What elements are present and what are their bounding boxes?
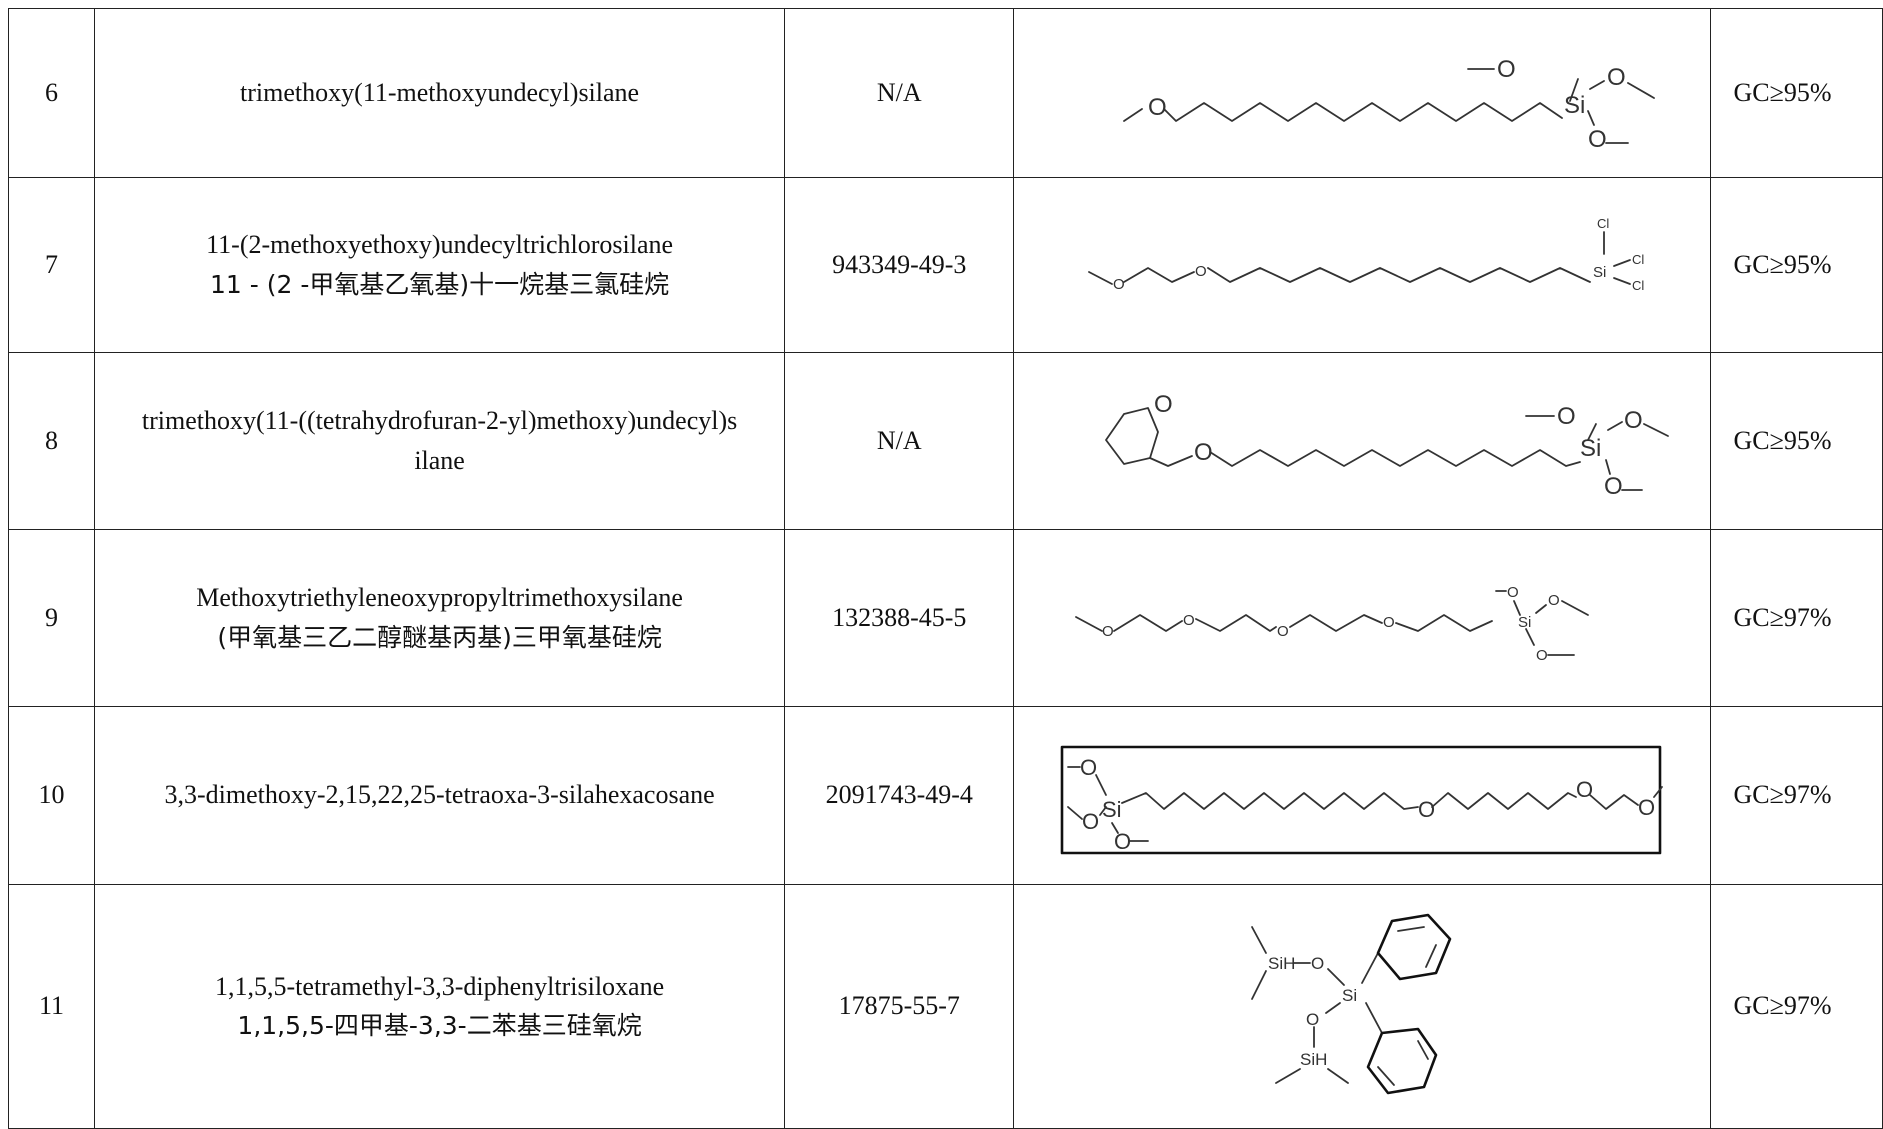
purity: GC≥95%	[1710, 177, 1883, 353]
compound-name: trimethoxy(11-((tetrahydrofuran-2-yl)met…	[94, 352, 786, 530]
atom-label: Cl	[1632, 252, 1644, 267]
atom-label: Si	[1580, 435, 1601, 462]
structure-image: O O Si Cl Cl Cl	[1088, 216, 1645, 293]
atom-label: O	[1418, 797, 1435, 822]
compound-name-en: 11-(2-methoxyethoxy)undecyltrichlorosila…	[206, 230, 674, 260]
structure-image: O Si O O O O O	[1061, 745, 1664, 854]
compound-name-zh: 1,1,5,5-四甲基-3,3-二苯基三硅氧烷	[237, 1011, 642, 1041]
atom-label: Cl	[1597, 216, 1609, 231]
atom-label: Si	[1593, 264, 1606, 281]
atom-label: O	[1277, 623, 1289, 640]
atom-label: Si	[1102, 797, 1122, 822]
atom-label: O	[1548, 592, 1560, 609]
table-row: 7 11-(2-methoxyethoxy)undecyltrichlorosi…	[7, 177, 1883, 353]
atom-label: O	[1576, 777, 1593, 802]
atom-label: O	[1604, 473, 1623, 500]
structure-image: O Si O O O	[1123, 56, 1656, 153]
atom-label: Si	[1518, 614, 1531, 631]
compound-name-zh: (甲氧基三乙二醇醚基丙基)三甲氧基硅烷	[217, 622, 662, 652]
compound-name: 3,3-dimethoxy-2,15,22,25-tetraoxa-3-sila…	[94, 706, 786, 885]
atom-label: O	[1114, 829, 1131, 854]
atom-label: Si	[1564, 92, 1585, 119]
purity: GC≥97%	[1710, 529, 1883, 707]
cas-number: N/A	[784, 8, 1015, 178]
atom-label: O	[1507, 584, 1519, 601]
purity: GC≥95%	[1710, 352, 1883, 530]
purity: GC≥95%	[1710, 8, 1883, 178]
purity: GC≥97%	[1710, 706, 1883, 885]
atom-label: O	[1082, 809, 1099, 834]
structure-cell: O O Si Cl Cl Cl	[1013, 177, 1712, 353]
atom-label: O	[1306, 1010, 1319, 1029]
table-row: 10 3,3-dimethoxy-2,15,22,25-tetraoxa-3-s…	[7, 706, 1883, 885]
atom-label: O	[1624, 407, 1643, 434]
atom-label: O	[1311, 954, 1324, 973]
compound-name-en: 1,1,5,5-tetramethyl-3,3-diphenyltrisilox…	[215, 971, 665, 1001]
row-number: 10	[7, 706, 96, 885]
structure-image: SiH O Si O SiH	[1251, 913, 1452, 1094]
compound-name-en: trimethoxy(11-methoxyundecyl)silane	[240, 77, 640, 107]
structure-cell: SiH O Si O SiH	[1013, 884, 1712, 1129]
atom-label: O	[1183, 612, 1195, 629]
atom-label: O	[1638, 795, 1655, 820]
row-number: 7	[7, 177, 96, 353]
atom-label: O	[1383, 614, 1395, 631]
atom-label: Cl	[1632, 278, 1644, 293]
table-row: 8 trimethoxy(11-((tetrahydrofuran-2-yl)m…	[7, 352, 1883, 530]
row-number: 11	[7, 884, 96, 1129]
cas-number: 17875-55-7	[784, 884, 1015, 1129]
structure-cell: O O O O Si O O O	[1013, 529, 1712, 707]
compound-name: 1,1,5,5-tetramethyl-3,3-diphenyltrisilox…	[94, 884, 786, 1129]
row-number: 8	[7, 352, 96, 530]
atom-label: O	[1557, 403, 1576, 430]
compound-name-en: 3,3-dimethoxy-2,15,22,25-tetraoxa-3-sila…	[164, 780, 715, 810]
atom-label: O	[1154, 391, 1173, 418]
atom-label: O	[1195, 263, 1207, 280]
compound-name: trimethoxy(11-methoxyundecyl)silane	[94, 8, 786, 178]
compound-name-en-cont: ilane	[414, 446, 465, 475]
atom-label: O	[1588, 126, 1607, 153]
cas-number: 943349-49-3	[784, 177, 1015, 353]
cas-number: 2091743-49-4	[784, 706, 1015, 885]
atom-label: SiH	[1268, 954, 1295, 973]
atom-label: O	[1080, 755, 1097, 780]
structure-cell: O Si O O O	[1013, 8, 1712, 178]
atom-label: SiH	[1300, 1050, 1327, 1069]
table-row: 11 1,1,5,5-tetramethyl-3,3-diphenyltrisi…	[7, 884, 1883, 1129]
atom-label: O	[1113, 276, 1125, 293]
purity: GC≥97%	[1710, 884, 1883, 1129]
product-table: 6 trimethoxy(11-methoxyundecyl)silane N/…	[7, 8, 1883, 1129]
compound-name: 11-(2-methoxyethoxy)undecyltrichlorosila…	[94, 177, 786, 353]
atom-label: O	[1194, 439, 1213, 466]
atom-label: O	[1607, 64, 1626, 91]
structure-image: O O Si O O O	[1105, 391, 1670, 500]
table-row: 6 trimethoxy(11-methoxyundecyl)silane N/…	[7, 8, 1883, 178]
atom-label: O	[1102, 623, 1114, 640]
structure-image: O O O O Si O O O	[1075, 584, 1590, 664]
atom-label: O	[1148, 94, 1167, 121]
cas-number: 132388-45-5	[784, 529, 1015, 707]
compound-name: Methoxytriethyleneoxypropyltrimethoxysil…	[94, 529, 786, 707]
structure-cell: O O Si O O O	[1013, 352, 1712, 530]
compound-name-en: Methoxytriethyleneoxypropyltrimethoxysil…	[196, 583, 683, 613]
atom-label: O	[1536, 647, 1548, 664]
row-number: 6	[7, 8, 96, 178]
table-row: 9 Methoxytriethyleneoxypropyltrimethoxys…	[7, 529, 1883, 707]
atom-label: Si	[1342, 986, 1357, 1005]
structure-cell: O Si O O O O O	[1013, 706, 1712, 885]
cas-number: N/A	[784, 352, 1015, 530]
row-number: 9	[7, 529, 96, 707]
atom-label: O	[1497, 56, 1516, 83]
compound-name-en: trimethoxy(11-((tetrahydrofuran-2-yl)met…	[141, 405, 738, 435]
compound-name-zh: 11 - (2 -甲氧基乙氧基)十一烷基三氯硅烷	[210, 269, 670, 299]
